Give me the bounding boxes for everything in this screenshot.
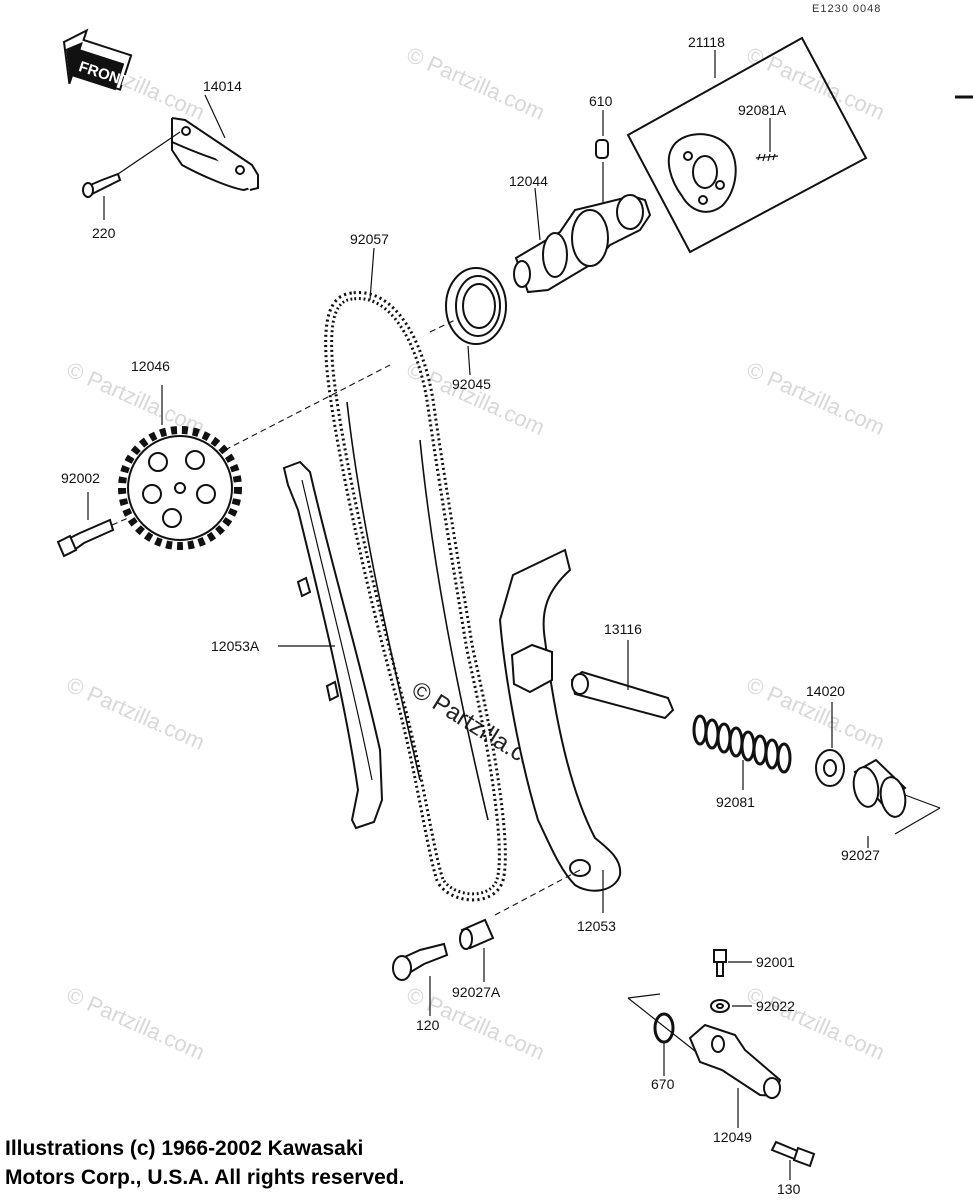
- label-670: 670: [651, 1076, 675, 1092]
- assembly-line: [429, 319, 456, 333]
- label-12053A: 12053A: [211, 638, 260, 654]
- part-13116-pushrod: [570, 670, 675, 720]
- part-92027A-collar: [459, 918, 495, 950]
- label-92027A: 92027A: [452, 984, 501, 1000]
- part-12053A-guide: [282, 460, 384, 830]
- leader: [627, 993, 661, 999]
- part-92022-washer: [710, 999, 730, 1013]
- copyright-line-2: Motors Corp., U.S.A. All rights reserved…: [5, 1166, 405, 1189]
- leader: [467, 345, 471, 376]
- part-number-labels: 21118 610 92081A 14014 220 12044 92057 9…: [61, 34, 880, 1197]
- part-92045-bearing: [445, 267, 507, 345]
- label-92002: 92002: [61, 470, 100, 486]
- watermark: © Partzilla.com: [63, 982, 209, 1065]
- label-130: 130: [777, 1181, 801, 1197]
- assembly-line: [494, 869, 581, 916]
- part-610-pin: [595, 139, 609, 159]
- drawing-code: E1230 0048: [812, 3, 881, 15]
- part-92002-bolt: [56, 518, 115, 558]
- part-92027-collar: [852, 758, 907, 818]
- label-12053: 12053: [577, 918, 616, 934]
- watermark: © Partzilla.com: [743, 357, 889, 440]
- label-14020: 14020: [806, 683, 845, 699]
- part-220-screw: [82, 172, 122, 198]
- watermark-layer: © Partzilla.com © Partzilla.com © Partzi…: [63, 42, 889, 1065]
- leader: [369, 247, 375, 301]
- leader: [534, 187, 541, 241]
- copyright-line-1: Illustrations (c) 1966-2002 Kawasaki: [5, 1137, 364, 1160]
- label-92027: 92027: [841, 847, 880, 863]
- label-92081A: 92081A: [738, 102, 787, 118]
- label-610: 610: [589, 93, 613, 109]
- watermark: © Partzilla.com: [743, 982, 889, 1065]
- part-14014-plate: [171, 117, 259, 192]
- label-12044: 12044: [509, 173, 548, 189]
- label-92022: 92022: [756, 998, 795, 1014]
- part-12046-sprocket: [118, 426, 242, 550]
- part-21118-group: [626, 36, 868, 254]
- label-21118: 21118: [688, 34, 725, 50]
- label-92057: 92057: [350, 231, 389, 247]
- part-14020-nut: [815, 749, 845, 787]
- part-92001-bolt: [713, 949, 727, 977]
- label-13116: 13116: [604, 621, 642, 637]
- watermark: © Partzilla.com: [403, 42, 549, 125]
- part-92081-spring: [692, 714, 792, 774]
- part-130-bolt: [770, 1140, 816, 1168]
- label-14014: 14014: [203, 78, 242, 94]
- label-220: 220: [92, 225, 116, 241]
- assembly-line: [111, 517, 129, 526]
- label-92045: 92045: [452, 376, 491, 392]
- part-92057-chain: [324, 291, 507, 902]
- label-12049: 12049: [713, 1129, 752, 1145]
- watermark: © Partzilla.com: [63, 672, 209, 755]
- label-92001: 92001: [756, 954, 795, 970]
- assembly-line: [224, 364, 391, 451]
- label-120: 120: [416, 1017, 440, 1033]
- leader: [894, 807, 941, 835]
- label-92081: 92081: [716, 794, 755, 810]
- leader: [117, 131, 181, 175]
- part-120-bolt: [392, 942, 449, 981]
- copyright-notice: Illustrations (c) 1966-2002 Kawasaki Mot…: [5, 1134, 404, 1192]
- part-670-oring: [653, 1012, 675, 1044]
- part-12053-tensioner-arm: [498, 548, 622, 892]
- label-12046: 12046: [131, 358, 170, 374]
- part-12044-camshaft: [513, 194, 652, 294]
- leader: [204, 94, 226, 139]
- part-12049-tensioner: [688, 1023, 782, 1099]
- leader: [627, 997, 701, 1056]
- leader: [904, 794, 941, 809]
